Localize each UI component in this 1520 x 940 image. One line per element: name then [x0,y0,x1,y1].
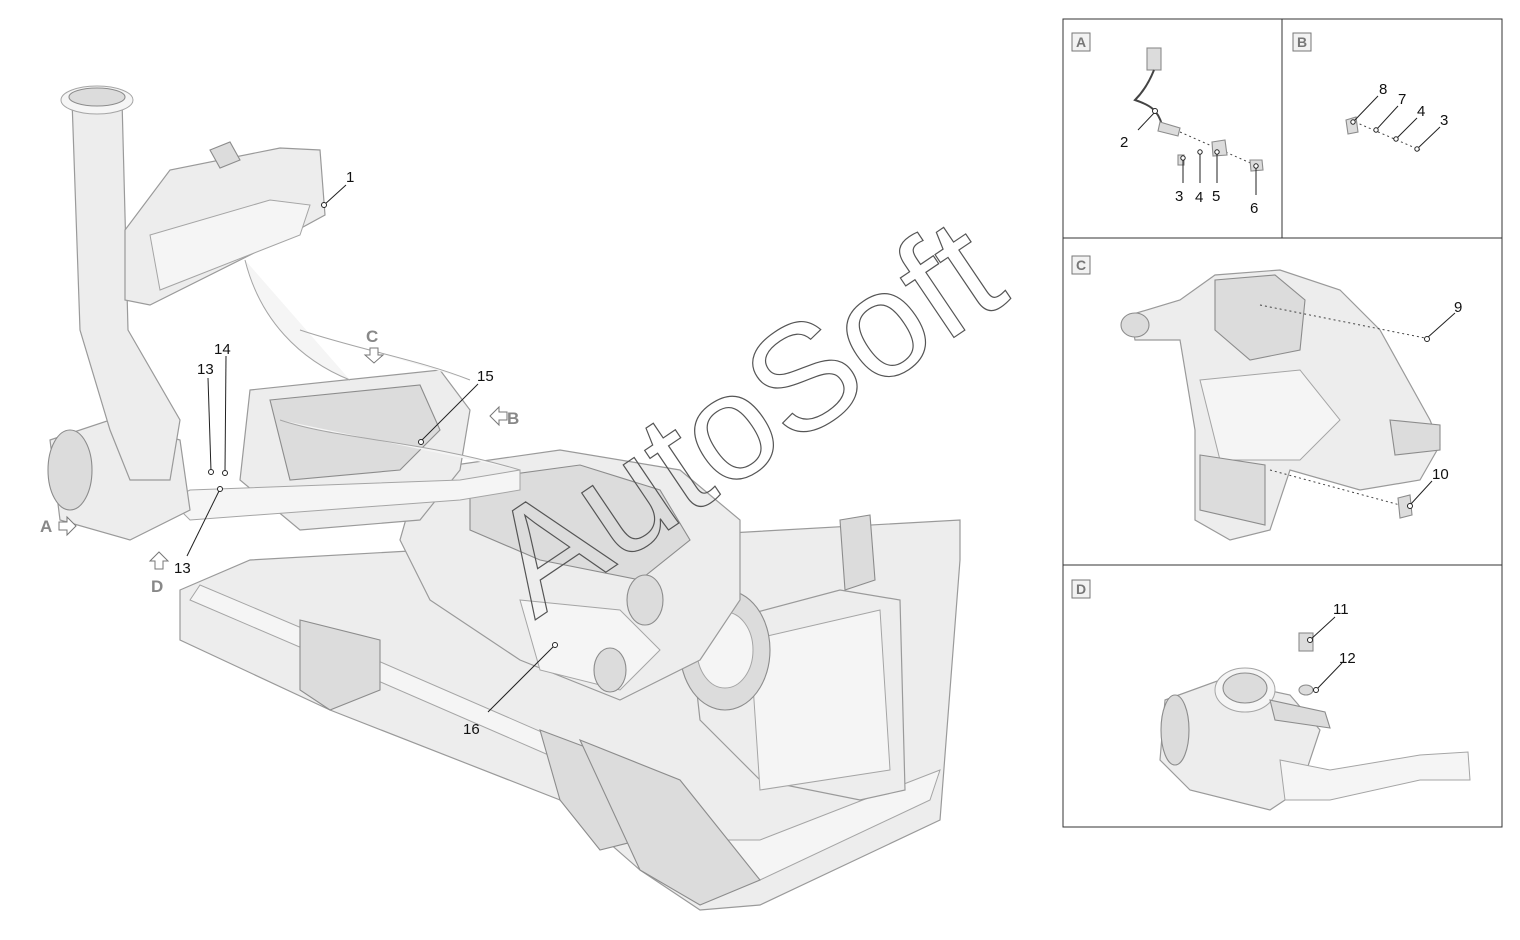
callout-3-a: 3 [1175,188,1183,205]
view-arrow-c: C [363,327,385,364]
callout-4-a: 4 [1195,189,1203,206]
callout-9: 9 [1454,299,1462,316]
view-letter-d: D [151,577,163,596]
detail-panel-d: D 11 12 [1071,579,1471,811]
view-letter-c: C [366,327,378,346]
view-letter-a: A [40,517,52,536]
callout-1: 1 [321,169,354,208]
view-arrow-d: D [148,551,170,596]
detail-box-letter-b: B [1297,34,1307,50]
svg-text:15: 15 [477,368,494,385]
callout-6: 6 [1250,200,1258,217]
callout-16: 16 [463,642,558,738]
callout-13-lower: 13 [174,486,223,577]
detail-panel-b: B 8 7 4 3 [1292,32,1448,152]
callout-15: 15 [418,368,494,445]
view-letter-b: B [507,409,519,428]
callout-12: 12 [1339,650,1356,667]
callout-14: 14 [214,341,231,476]
callout-5: 5 [1212,188,1220,205]
callout-13-upper: 13 [197,361,214,475]
callout-3-b: 3 [1440,112,1448,129]
view-arrow-b: B [489,405,519,428]
svg-text:1: 1 [346,169,354,186]
detail-box-letter-d: D [1076,581,1086,597]
svg-text:14: 14 [214,341,231,358]
tractor-engine-assembly [47,85,961,911]
callout-4-b: 4 [1417,103,1425,120]
detail-panel-c: C 9 10 [1071,255,1462,541]
callout-10: 10 [1432,466,1449,483]
svg-text:13: 13 [197,361,214,378]
detail-box-letter-c: C [1076,257,1086,273]
detail-box-letter-a: A [1076,34,1086,50]
view-arrow-a: A [40,515,77,537]
callout-7: 7 [1398,91,1406,108]
svg-text:16: 16 [463,721,480,738]
callout-2: 2 [1120,134,1128,151]
callout-11: 11 [1333,601,1349,618]
callout-8: 8 [1379,81,1387,98]
svg-text:13: 13 [174,560,191,577]
detail-panel-a: A 2 3 4 5 6 [1071,32,1264,217]
